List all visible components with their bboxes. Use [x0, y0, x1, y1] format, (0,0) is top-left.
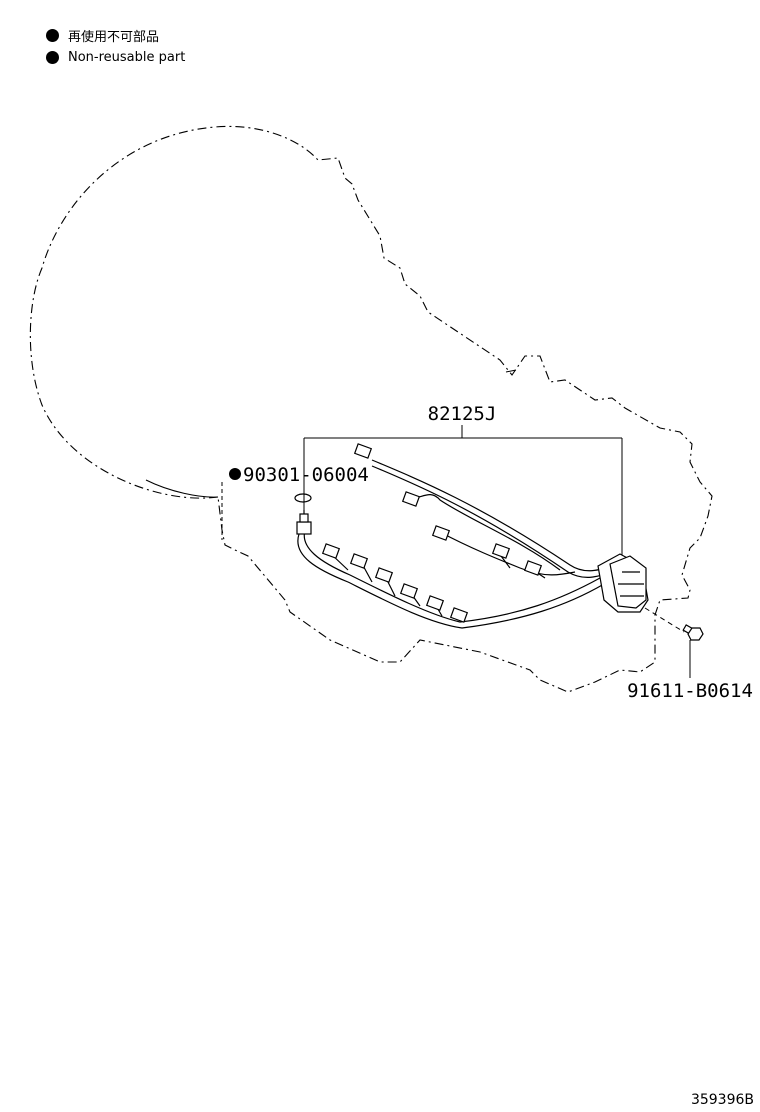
main-connector — [597, 553, 649, 613]
wiring-harness — [297, 459, 616, 629]
bolt-dashed-leader — [644, 607, 685, 633]
transmission-inner-line — [145, 479, 219, 498]
o-ring — [294, 493, 312, 503]
harness-callout-bracket — [303, 425, 623, 556]
harness-end-sensor — [296, 510, 312, 535]
transmission-inner-line — [505, 369, 517, 373]
harness-connectors — [321, 443, 543, 623]
legend-item: 再使用不可部品 — [46, 24, 185, 46]
harness-part-number: 82125J — [428, 403, 497, 425]
bolt — [682, 624, 704, 641]
non-reusable-marker-icon — [46, 28, 59, 42]
legend: 再使用不可部品 Non-reusable part — [46, 24, 185, 68]
non-reusable-marker-icon — [46, 50, 59, 64]
bolt-part-number: 91611-B0614 — [627, 680, 753, 702]
transmission-outline — [29, 125, 713, 693]
legend-item: Non-reusable part — [46, 46, 185, 68]
oring-part-number: 90301-06004 — [243, 464, 369, 486]
legend-label-english: Non-reusable part — [68, 49, 186, 65]
figure-number: 359396B — [690, 1092, 754, 1108]
non-reusable-marker-icon — [229, 468, 241, 480]
legend-label-japanese: 再使用不可部品 — [68, 29, 160, 45]
